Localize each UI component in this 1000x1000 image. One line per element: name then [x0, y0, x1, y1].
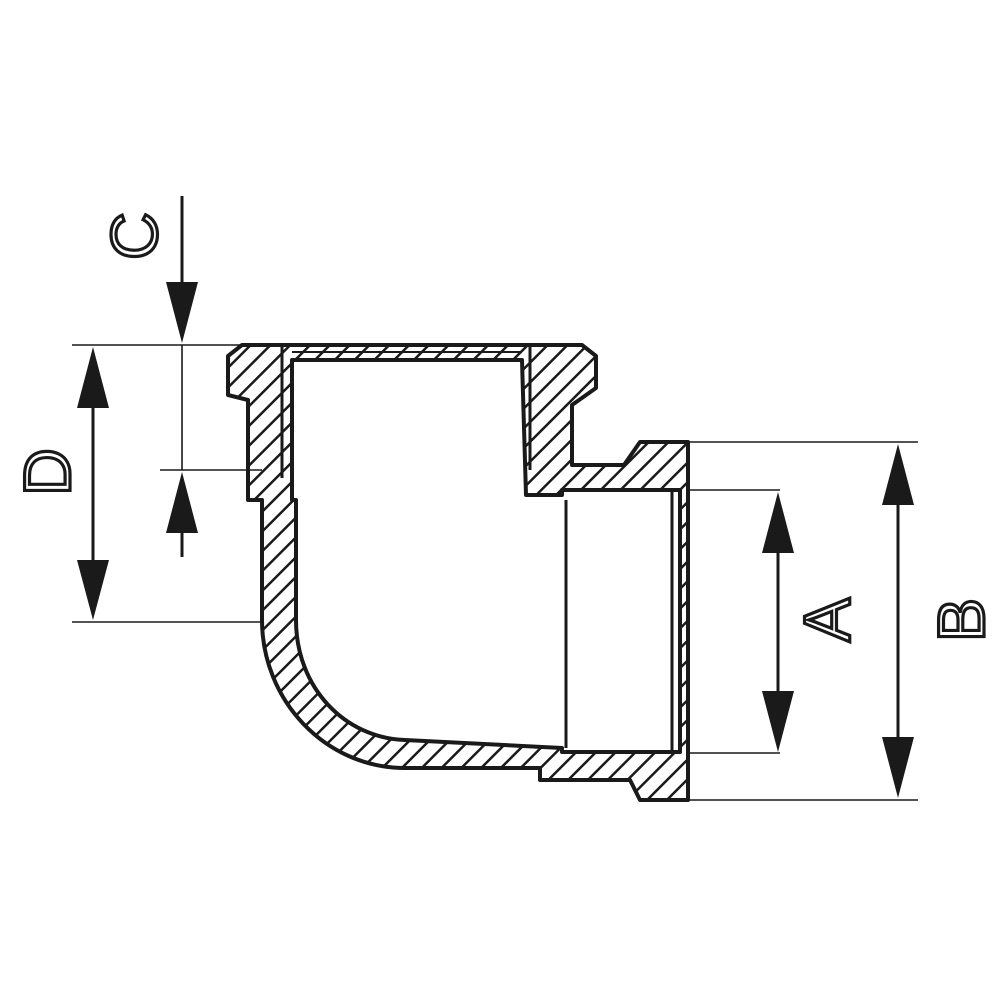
dimension-d-label: D	[10, 448, 84, 496]
dimension-c: C	[95, 196, 198, 557]
dimension-b-arrow-top	[882, 444, 914, 505]
dimension-b: B	[882, 444, 1000, 798]
dimension-a-arrow-top	[762, 492, 794, 553]
dimension-c-arrow-up	[166, 472, 198, 533]
dimension-a: A	[762, 492, 866, 752]
dimension-b-arrow-bottom	[882, 737, 914, 798]
fitting-section	[226, 343, 690, 802]
dimension-d: D	[8, 347, 109, 620]
dimension-b-label: B	[924, 598, 998, 642]
fitting-inner-bore	[290, 358, 682, 754]
dimension-c-label: C	[97, 212, 171, 260]
dimension-c-arrow-down	[166, 282, 198, 343]
extension-lines	[72, 344, 918, 801]
dimension-a-label: A	[790, 598, 864, 642]
dimension-a-arrow-bottom	[762, 691, 794, 752]
dimension-d-arrow-top	[77, 347, 109, 408]
dimension-d-arrow-bottom	[77, 560, 109, 620]
